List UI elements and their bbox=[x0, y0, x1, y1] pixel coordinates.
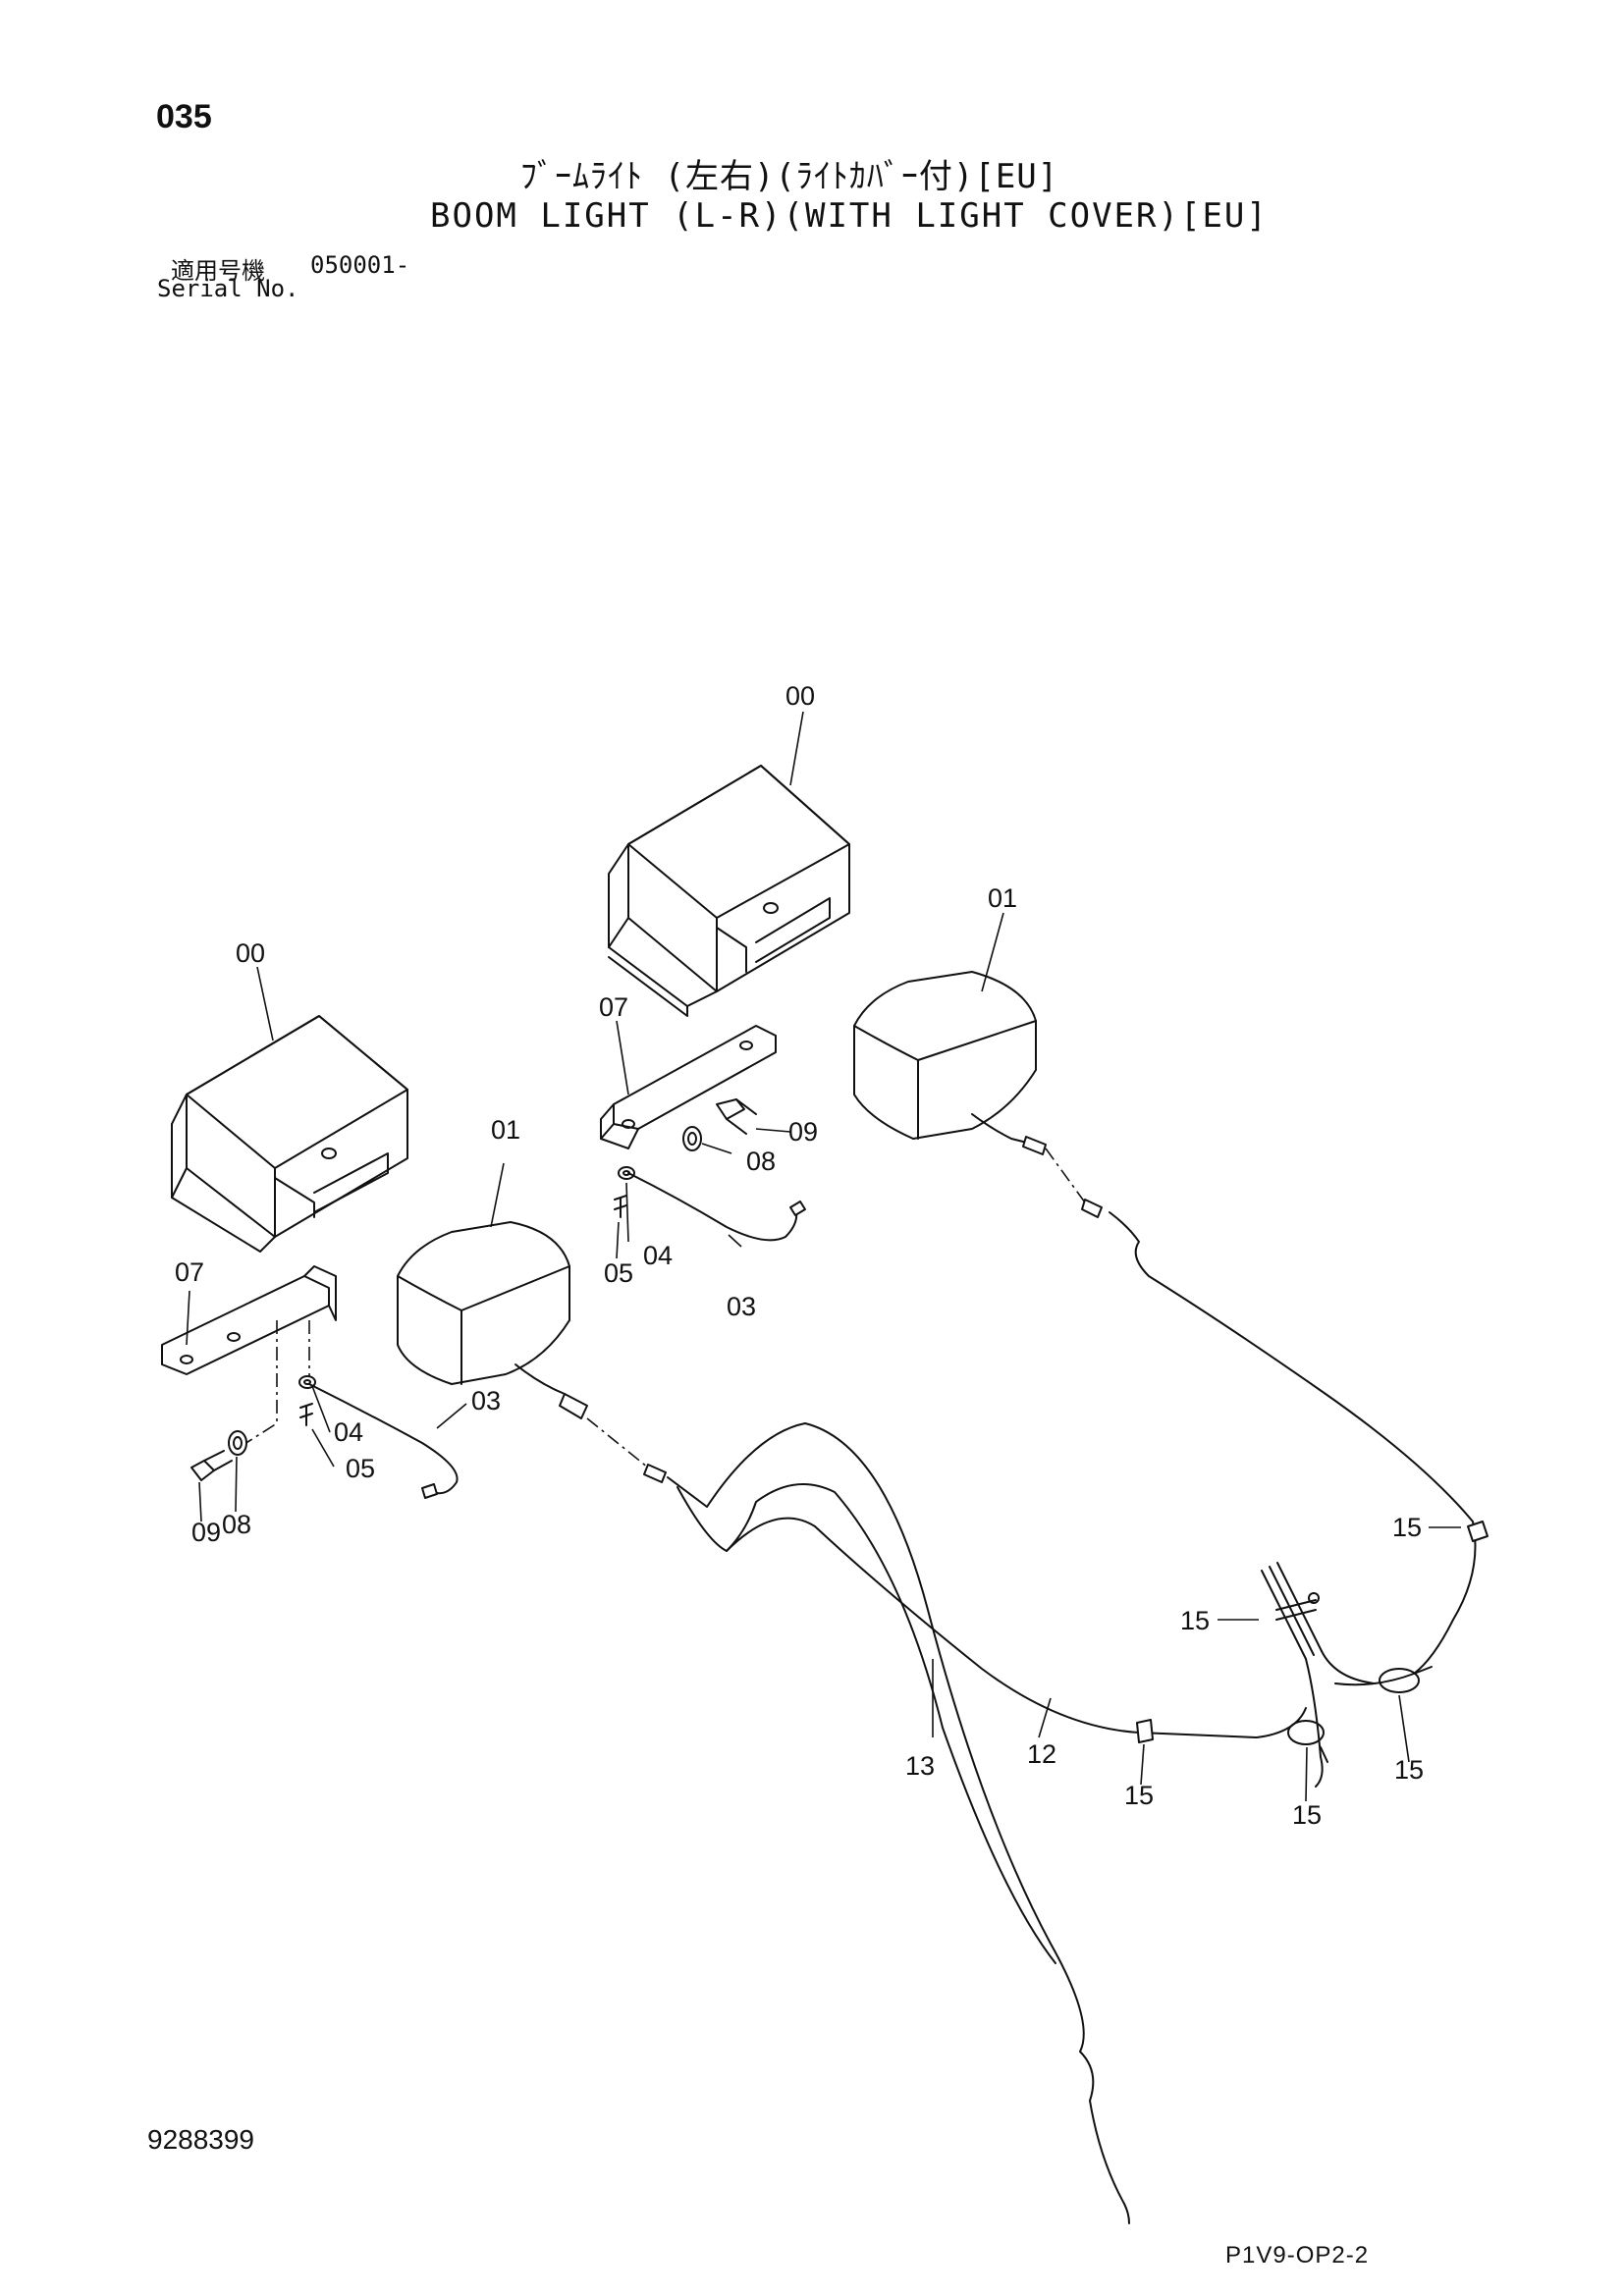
screw-left bbox=[299, 1403, 313, 1426]
callout-washer8-left: 08 bbox=[222, 1510, 251, 1539]
bolt-right bbox=[716, 1098, 757, 1135]
callout-clip-d: 15 bbox=[1124, 1781, 1154, 1810]
callout-harness-right: 03 bbox=[727, 1292, 756, 1321]
callout-harness-13: 13 bbox=[905, 1751, 935, 1781]
callout-bracket-left: 07 bbox=[175, 1257, 204, 1287]
callout-clip-b: 15 bbox=[1180, 1606, 1210, 1635]
page-number: 035 bbox=[156, 98, 212, 135]
clip-b bbox=[1275, 1592, 1320, 1621]
harness-03-right bbox=[627, 1172, 806, 1242]
callout-cover-right: 00 bbox=[785, 681, 815, 711]
clip-e bbox=[1287, 1720, 1328, 1763]
light-cover-left bbox=[171, 1015, 408, 1253]
figure-code: P1V9-OP2-2 bbox=[1225, 2242, 1370, 2269]
harness-03-left bbox=[308, 1383, 459, 1499]
callout-bracket-right: 07 bbox=[599, 992, 628, 1022]
callout-clip-a: 15 bbox=[1392, 1513, 1422, 1542]
callout-screw-right: 05 bbox=[604, 1258, 633, 1288]
washer-08-right bbox=[682, 1126, 702, 1151]
clip-c bbox=[1379, 1666, 1433, 1693]
callout-washer-left: 04 bbox=[334, 1417, 363, 1447]
lamp-right-cable bbox=[971, 1113, 1103, 1218]
light-cover-right bbox=[608, 765, 850, 1017]
washer-04-right bbox=[618, 1166, 635, 1180]
leader-lines bbox=[186, 711, 1461, 1802]
clip-a bbox=[1467, 1521, 1489, 1542]
callout-cover-left: 00 bbox=[236, 938, 265, 968]
callout-harness-left: 03 bbox=[471, 1386, 501, 1415]
lamp-left-cable bbox=[514, 1363, 667, 1483]
callout-clip-e: 15 bbox=[1292, 1800, 1322, 1830]
clip-d bbox=[1136, 1719, 1154, 1743]
callout-screw-left: 05 bbox=[346, 1454, 375, 1483]
bracket-left bbox=[161, 1265, 337, 1375]
screw-right bbox=[614, 1195, 627, 1218]
document-number: 9288399 bbox=[147, 2124, 255, 2155]
callout-bolt-right: 09 bbox=[788, 1117, 818, 1147]
lamp-right bbox=[853, 971, 1037, 1140]
title-english: BOOM LIGHT (L-R)(WITH LIGHT COVER)[EU] bbox=[430, 196, 1269, 236]
callout-lamp-right: 01 bbox=[988, 883, 1017, 913]
title-japanese: ﾌﾞｰﾑﾗｲﾄ (左右)(ﾗｲﾄｶﾊﾞｰ付)[EU] bbox=[520, 157, 1059, 196]
lamp-left bbox=[397, 1221, 570, 1385]
serial-label-japanese: 適用号機 bbox=[171, 257, 265, 285]
bracket-right bbox=[600, 1025, 777, 1149]
callout-bolt-left: 09 bbox=[191, 1518, 221, 1547]
serial-number-value: 050001- bbox=[310, 251, 410, 279]
serial-label-english: Serial No. bbox=[157, 275, 299, 302]
washer-08-left bbox=[228, 1430, 247, 1456]
harness-bundle bbox=[1261, 1562, 1376, 1788]
harness-12 bbox=[726, 1211, 1477, 1738]
callout-washer-right: 04 bbox=[643, 1241, 673, 1270]
callout-clip-c: 15 bbox=[1394, 1755, 1424, 1785]
callout-lamp-left: 01 bbox=[491, 1115, 520, 1145]
callout-washer8-right: 08 bbox=[746, 1147, 776, 1176]
harness-13 bbox=[667, 1422, 1130, 2224]
bolt-left bbox=[190, 1450, 233, 1481]
callout-harness-12: 12 bbox=[1027, 1739, 1056, 1769]
